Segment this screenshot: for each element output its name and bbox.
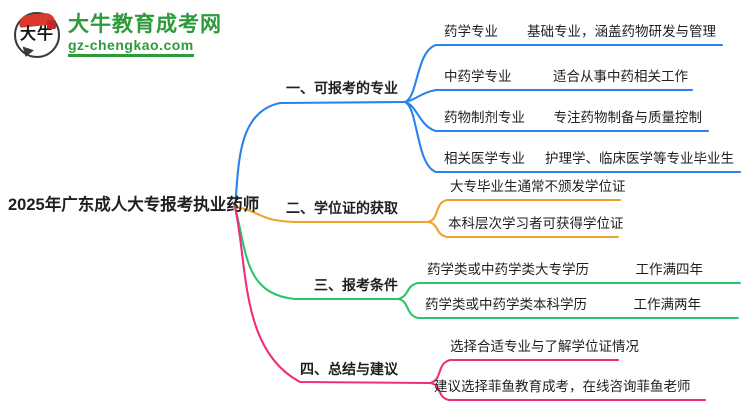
branch-3-child-1: 药学类或中药学类大专学历 工作满四年	[427, 259, 703, 281]
child-label: 大专毕业生通常不颁发学位证	[450, 179, 626, 194]
branch-2-child-2: 本科层次学习者可获得学位证	[448, 213, 648, 235]
branch-1-lines	[233, 43, 742, 209]
branch-1-child-3: 药物制剂专业 专注药物制备与质量控制	[444, 107, 702, 129]
logo-characters: 大牛	[19, 26, 54, 43]
branch-4-child-1: 选择合适专业与了解学位证情况	[450, 336, 670, 358]
child-desc: 专注药物制备与质量控制	[553, 110, 703, 125]
child-label: 中药学专业	[444, 69, 512, 84]
branch-2-lines	[233, 198, 622, 239]
child-label: 药物制剂专业	[444, 110, 525, 125]
branch-3-child-2: 药学类或中药学类本科学历 工作满两年	[425, 294, 701, 316]
root-node: 2025年广东成人大专报考执业药师	[8, 196, 260, 214]
child-label: 药学类或中药学类大专学历	[427, 262, 589, 277]
child-label: 药学专业	[444, 24, 498, 39]
child-label: 相关医学专业	[444, 151, 525, 166]
branch-4-child-2: 建议选择菲鱼教育成考，在线咨询菲鱼老师	[434, 376, 714, 398]
branch-2-label: 二、学位证的获取	[286, 200, 398, 216]
branch-4-label: 四、总结与建议	[300, 361, 398, 377]
site-name: 大牛教育成考网	[68, 13, 222, 36]
child-label: 本科层次学习者可获得学位证	[448, 216, 624, 231]
branch-1-child-1: 药学专业 基础专业，涵盖药物研发与管理	[444, 21, 716, 43]
branch-1-child-2: 中药学专业 适合从事中药相关工作	[444, 66, 688, 88]
branch-3-label: 三、报考条件	[314, 277, 398, 293]
logo-badge-icon: 大牛	[14, 12, 60, 65]
branch-1-child-4: 相关医学专业 护理学、临床医学等专业毕业生	[444, 148, 734, 170]
child-desc: 工作满两年	[633, 297, 702, 312]
logo: 大牛 大牛教育成考网 gz-chengkao.com	[14, 12, 222, 65]
child-desc: 工作满四年	[635, 262, 704, 277]
child-desc: 基础专业，涵盖药物研发与管理	[527, 24, 716, 39]
child-label: 选择合适专业与了解学位证情况	[450, 339, 639, 354]
child-desc: 护理学、临床医学等专业毕业生	[545, 151, 734, 166]
child-label: 建议选择菲鱼教育成考，在线咨询菲鱼老师	[434, 379, 691, 394]
logo-seal-icon	[47, 20, 56, 29]
logo-text: 大牛教育成考网 gz-chengkao.com	[68, 13, 222, 57]
site-domain: gz-chengkao.com	[68, 37, 194, 57]
child-label: 药学类或中药学类本科学历	[425, 297, 587, 312]
branch-4-lines	[233, 205, 707, 402]
branch-2-child-1: 大专毕业生通常不颁发学位证	[450, 176, 650, 198]
branch-1-label: 一、可报考的专业	[286, 80, 398, 96]
child-desc: 适合从事中药相关工作	[553, 69, 688, 84]
